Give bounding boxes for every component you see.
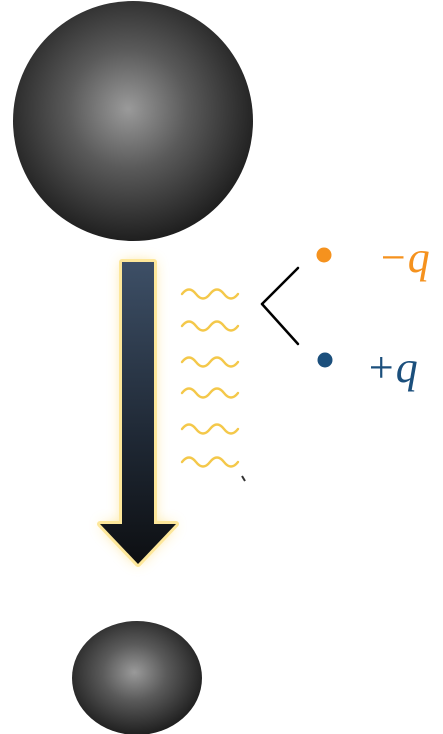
radiation-tail-mark [242, 476, 245, 481]
positive-particle-dot [318, 353, 333, 368]
negative-charge-label: −q [378, 236, 430, 280]
negative-particle-dot [317, 248, 332, 263]
pair-bracket [262, 268, 298, 344]
large-sphere-icon [13, 1, 253, 241]
down-arrow-icon [100, 262, 176, 564]
wavy-radiation-icon [182, 290, 238, 467]
positive-charge-label: +q [366, 346, 418, 390]
small-sphere-icon [72, 621, 202, 734]
